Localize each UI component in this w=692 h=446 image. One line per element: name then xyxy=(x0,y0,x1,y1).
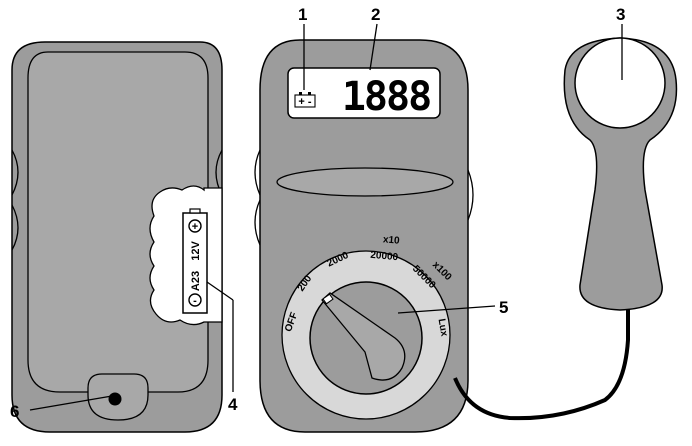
callout-2: 2 xyxy=(371,5,380,24)
leader-4 xyxy=(206,281,234,301)
battery-model-label: A23 xyxy=(190,271,202,291)
meter-back-view: + 12V A23 - xyxy=(11,41,223,433)
callout-5: 5 xyxy=(499,298,508,317)
callout-4: 4 xyxy=(228,395,238,414)
battery-plus-icon xyxy=(188,219,202,233)
battery-indicator-icon xyxy=(294,92,316,108)
callout-lines xyxy=(29,23,623,411)
callout-6: 6 xyxy=(10,402,19,421)
light-sensor-probe xyxy=(453,37,678,421)
front-grip-right xyxy=(467,169,474,221)
knob-indicator-mark xyxy=(322,293,334,305)
back-grip-left-2 xyxy=(11,204,19,251)
callout-3: 3 xyxy=(616,5,625,24)
front-grip-left xyxy=(254,149,261,196)
lcd-display xyxy=(287,67,441,119)
leader-5 xyxy=(397,305,496,314)
photo-sensor-icon xyxy=(574,37,666,129)
battery-terminal xyxy=(189,208,201,214)
battery-plus-label: + xyxy=(192,221,198,233)
meter-front-view: + - 1888 OFF 200 2000 20000 x10 50000 x1… xyxy=(254,39,474,433)
battery-indicator-symbol: + - xyxy=(298,96,311,108)
dial-label-x10: x10 xyxy=(382,234,400,246)
battery: + 12V A23 - xyxy=(182,208,208,314)
knob-pointer-grip xyxy=(321,292,406,381)
back-grip-left xyxy=(11,149,19,196)
battery-minus-label: - xyxy=(193,295,197,307)
dial-label-20000: 20000 xyxy=(370,250,399,263)
callout-1: 1 xyxy=(298,5,307,24)
screw-icon xyxy=(108,392,122,406)
battery-voltage-label: 12V xyxy=(190,241,202,261)
lcd-readout: 1888 xyxy=(342,74,430,120)
battery-minus-icon xyxy=(188,293,202,307)
sensor-window xyxy=(276,167,454,197)
sensor-cable xyxy=(453,308,630,421)
leader-6 xyxy=(29,395,113,411)
dial-label-lux: Lux xyxy=(436,318,450,338)
leader-2 xyxy=(369,23,378,71)
front-grip-left-2 xyxy=(254,199,261,246)
